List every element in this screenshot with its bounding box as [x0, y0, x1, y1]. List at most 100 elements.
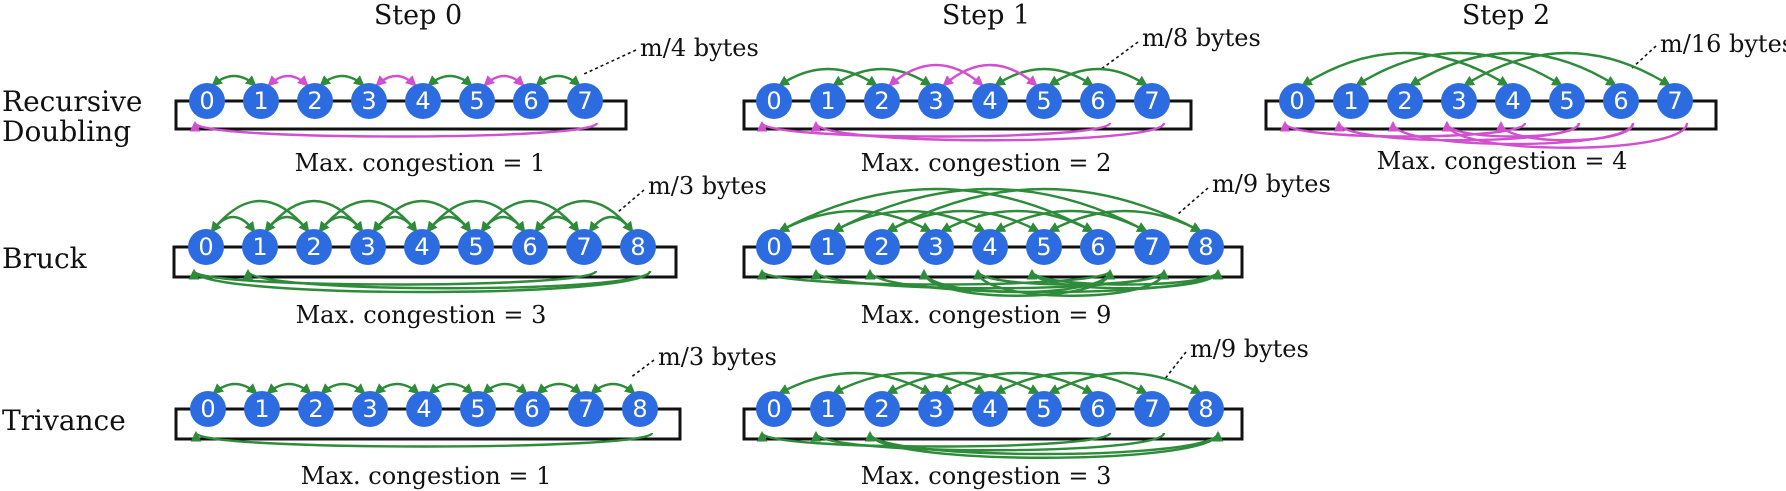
- rank-node-label-6: 6: [1090, 233, 1105, 261]
- rank-node-label-0: 0: [199, 87, 214, 115]
- arc-top-2-4: [888, 63, 984, 87]
- rank-node-2: [864, 391, 900, 427]
- rank-node-2: [1387, 83, 1423, 119]
- rank-node-0: [189, 83, 225, 119]
- rank-node-label-7: 7: [1667, 87, 1682, 115]
- bytes-label-trivance-step1: m/9 bytes: [1190, 335, 1309, 363]
- arc-top-4-6: [426, 199, 526, 233]
- arc-wrap-2-8: [868, 430, 1224, 459]
- rank-node-label-5: 5: [1036, 233, 1051, 261]
- rank-node-7: [1134, 83, 1170, 119]
- rank-node-label-7: 7: [1144, 87, 1159, 115]
- arc-top-3-7: [1463, 51, 1671, 87]
- rank-node-label-8: 8: [1198, 395, 1213, 423]
- rank-node-5: [1026, 83, 1062, 119]
- rank-node-label-1: 1: [254, 395, 269, 423]
- rank-node-label-3: 3: [1451, 87, 1466, 115]
- rank-node-5: [459, 83, 495, 119]
- bytes-label-bruck-step1: m/9 bytes: [1212, 170, 1331, 198]
- arc-wrap-3-6: [922, 268, 1116, 297]
- rank-node-label-5: 5: [470, 395, 485, 423]
- rank-node-3: [918, 83, 954, 119]
- rank-node-3: [352, 391, 388, 427]
- rank-node-8: [1188, 229, 1224, 265]
- rank-node-label-2: 2: [306, 233, 321, 261]
- arc-top-1-5: [1355, 51, 1563, 87]
- rank-node-label-7: 7: [576, 233, 591, 261]
- rank-node-4: [1495, 83, 1531, 119]
- rank-node-7: [566, 229, 602, 265]
- arc-wrap-8-1: [242, 268, 652, 290]
- arc-top-0-4: [1301, 51, 1509, 87]
- rank-node-0: [756, 229, 792, 265]
- rank-node-label-0: 0: [766, 87, 781, 115]
- arc-top-1-2: [266, 382, 312, 395]
- rank-node-label-0: 0: [200, 395, 215, 423]
- rank-node-3: [918, 229, 954, 265]
- rank-node-1: [810, 229, 846, 265]
- rank-node-label-4: 4: [416, 395, 431, 423]
- rank-node-label-2: 2: [307, 87, 322, 115]
- arc-top-1-2: [267, 74, 309, 87]
- rank-node-label-8: 8: [632, 395, 647, 423]
- rank-node-4: [972, 83, 1008, 119]
- rank-node-label-7: 7: [1144, 395, 1159, 423]
- rank-node-label-1: 1: [820, 87, 835, 115]
- rank-node-2: [864, 83, 900, 119]
- rank-node-label-1: 1: [252, 233, 267, 261]
- rank-node-6: [1080, 229, 1116, 265]
- rank-node-label-1: 1: [820, 233, 835, 261]
- ring-box: [742, 99, 1193, 131]
- rank-node-label-6: 6: [523, 87, 538, 115]
- rank-node-4: [972, 391, 1008, 427]
- rank-node-label-8: 8: [1198, 233, 1213, 261]
- rank-node-label-1: 1: [820, 395, 835, 423]
- rank-node-2: [864, 229, 900, 265]
- rank-node-6: [1603, 83, 1639, 119]
- bytes-leader-rd-step1: [1099, 41, 1139, 71]
- arc-wrap-7-1: [810, 120, 1166, 142]
- bytes-leader-trivance-step0: [629, 359, 655, 379]
- rank-node-1: [1333, 83, 1369, 119]
- rank-node-7: [567, 83, 603, 119]
- arc-top-3-5: [372, 199, 472, 233]
- rank-node-label-4: 4: [1505, 87, 1520, 115]
- arc-wrap-7-1: [810, 430, 1166, 452]
- congestion-label-bruck-step0: Max. congestion = 3: [296, 301, 547, 329]
- row-label-doubling: Doubling: [2, 115, 131, 148]
- bytes-leader-rd-step0: [583, 49, 637, 75]
- bytes-leader-bruck-step1: [1177, 187, 1209, 215]
- bytes-label-rd-step1: m/8 bytes: [1142, 24, 1261, 52]
- congestion-label-trivance-step1: Max. congestion = 3: [861, 462, 1112, 490]
- rank-node-label-1: 1: [253, 87, 268, 115]
- arc-top-2-8: [886, 187, 1202, 233]
- arc-top-0-1: [212, 382, 258, 395]
- arc-wrap-5-8: [1030, 268, 1224, 290]
- rank-node-5: [1026, 229, 1062, 265]
- rank-node-6: [514, 391, 550, 427]
- rank-node-label-3: 3: [360, 233, 375, 261]
- step-title-2: Step 2: [1462, 0, 1550, 31]
- congestion-label-bruck-step1: Max. congestion = 9: [861, 301, 1112, 329]
- arc-top-5-6: [483, 74, 525, 87]
- rank-node-4: [406, 391, 442, 427]
- rank-node-8: [1188, 391, 1224, 427]
- rank-node-2: [298, 391, 334, 427]
- arc-wrap-8-0: [188, 268, 652, 294]
- bytes-label-rd-step0: m/4 bytes: [640, 34, 759, 62]
- bytes-label-rd-step2: m/16 bytes: [1660, 30, 1786, 58]
- bytes-leader-rd-step2: [1631, 45, 1657, 69]
- congestion-label-trivance-step0: Max. congestion = 1: [301, 462, 552, 490]
- arc-wrap-5-3: [1441, 120, 1581, 138]
- arc-top-5-8: [1048, 371, 1202, 395]
- rank-node-label-5: 5: [1036, 395, 1051, 423]
- rank-node-label-2: 2: [308, 395, 323, 423]
- rank-node-0: [1279, 83, 1315, 119]
- rank-node-4: [404, 229, 440, 265]
- bytes-leader-bruck-step0: [617, 189, 645, 213]
